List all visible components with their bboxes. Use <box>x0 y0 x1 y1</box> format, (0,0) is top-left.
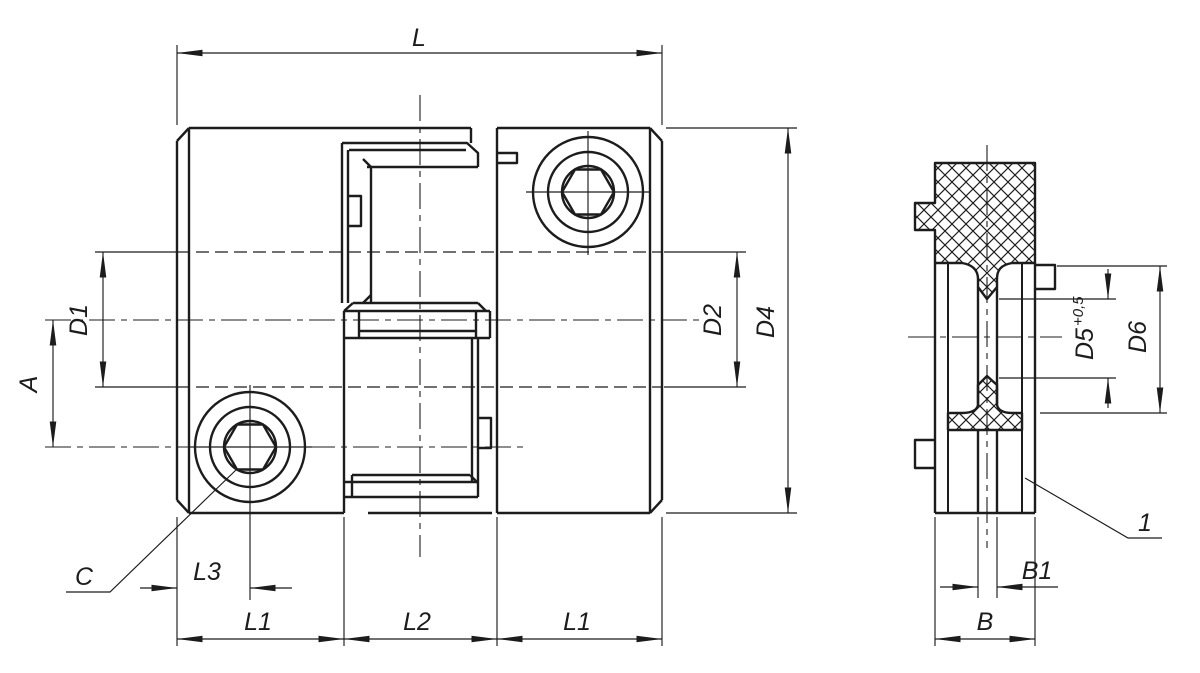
dim-label-B: B <box>977 608 994 636</box>
upper-half-section <box>913 161 1037 301</box>
dimension-L: L <box>176 24 663 125</box>
dimension-L3: L3 <box>140 558 292 592</box>
callout-label-C: C <box>75 563 94 591</box>
dimension-D5: D5 +0,5 <box>999 269 1116 408</box>
lower-half-section <box>946 374 1024 432</box>
dim-label-D5-tolerance: +0,5 <box>1070 296 1087 326</box>
dimension-B: B <box>934 517 1036 646</box>
callout-label-1: 1 <box>1138 509 1152 537</box>
hex-socket-icon <box>560 168 616 216</box>
dim-label-L1-right: L1 <box>563 608 591 636</box>
dimension-D1: D1 <box>65 251 177 388</box>
body-outline <box>175 126 664 515</box>
dimension-D4: D4 <box>666 127 797 514</box>
right-notch <box>1035 263 1057 291</box>
dim-label-L2: L2 <box>403 608 431 636</box>
callout-part-1: 1 <box>1024 477 1162 539</box>
dimension-L1-L2-L1: L1 L2 L1 <box>176 517 663 646</box>
dim-label-D2: D2 <box>699 304 727 336</box>
dim-label-D6: D6 <box>1124 321 1152 353</box>
dimension-D6: D6 <box>1040 265 1167 414</box>
dim-label-L1-left: L1 <box>244 608 272 636</box>
dim-label-A: A <box>15 376 43 395</box>
dim-label-D4: D4 <box>752 306 780 338</box>
callout-C: C <box>66 468 238 593</box>
dim-label-L: L <box>412 24 426 52</box>
dim-label-B1: B1 <box>1022 557 1053 585</box>
side-body <box>913 263 1057 515</box>
bottom-tab <box>913 438 935 470</box>
dimension-D2: D2 <box>664 251 746 388</box>
dim-label-L3: L3 <box>193 558 221 586</box>
side-view: D5 +0,5 D6 B1 B 1 <box>908 145 1167 646</box>
hidden-edge-lines <box>177 251 662 388</box>
dimension-B1: B1 <box>940 517 1058 598</box>
slot-structure <box>340 128 519 515</box>
front-view: L D4 D2 D1 A L3 <box>15 24 797 646</box>
dim-label-D1: D1 <box>65 304 93 336</box>
dim-label-D5: D5 <box>1071 328 1099 360</box>
dimension-A: A <box>15 320 57 447</box>
socket-screw-top <box>531 135 645 249</box>
socket-screw-bottom <box>188 390 312 504</box>
